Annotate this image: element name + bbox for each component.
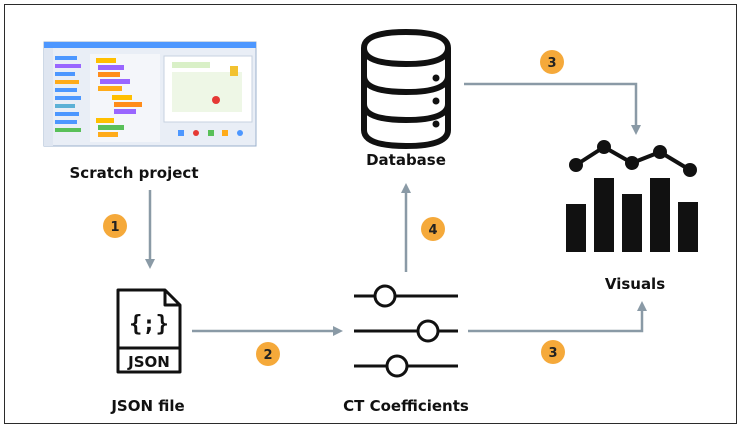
json-file-icon: {;} JSON: [116, 288, 182, 374]
step-badge-4: 4: [421, 217, 445, 241]
svg-text:3: 3: [547, 56, 556, 71]
step-badge-3-database: 3: [540, 50, 564, 74]
svg-text:3: 3: [548, 346, 557, 361]
database-icon: [361, 28, 451, 150]
ct-coefficients-label: CT Coefficients: [343, 397, 469, 415]
ct-coefficients-sliders-icon: [354, 284, 458, 378]
svg-text:2: 2: [263, 348, 272, 363]
diagram-frame: [4, 4, 737, 424]
svg-text:1: 1: [110, 220, 119, 235]
step-badge-2: 2: [256, 342, 280, 366]
json-icon-text: JSON: [127, 353, 170, 371]
visuals-label: Visuals: [605, 275, 665, 293]
step-badge-3-ct: 3: [541, 340, 565, 364]
svg-text:4: 4: [428, 223, 437, 238]
database-label: Database: [366, 151, 446, 169]
scratch-project-thumbnail: [43, 41, 257, 147]
json-braces-glyph: {;}: [129, 312, 169, 337]
json-file-label: JSON file: [110, 397, 184, 415]
scratch-project-label: Scratch project: [70, 164, 199, 182]
visuals-chart-icon: [566, 140, 698, 252]
arrow-database-to-visuals: [464, 82, 641, 135]
arrow-ct-to-visuals: [468, 301, 647, 333]
step-badge-1: 1: [103, 214, 127, 238]
